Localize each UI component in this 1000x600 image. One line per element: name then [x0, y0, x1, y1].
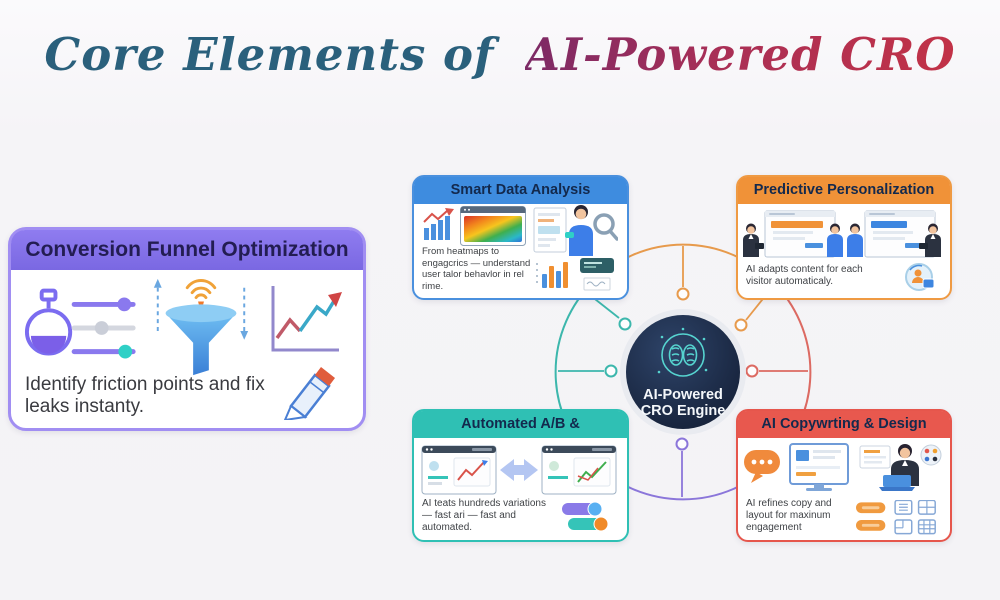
conversion-funnel-card-title: Conversion Funnel Optimization — [11, 230, 363, 270]
ai-copywriting-design-title: AI Copywrting & Design — [738, 411, 950, 438]
conversion-funnel-card-description: Identify friction points and fix leaks i… — [25, 374, 265, 417]
hub-label-line2: CRO Engine — [641, 403, 726, 419]
hub-spoke-diagram: AI-Powered CRO Engine — [554, 243, 812, 501]
page-title-part1: Core Elements of — [44, 28, 495, 81]
data-tag-icon — [580, 258, 614, 291]
variant-compare-icon — [421, 445, 617, 495]
ai-copywriting-design-description: AI refines copy and layout for maxinum e… — [746, 498, 832, 534]
hub-circle — [626, 315, 740, 429]
funnel-signal-icon — [153, 278, 249, 376]
node-topright — [734, 318, 748, 332]
automated-ab-body: AI teats hundreds variations — fast ari … — [414, 438, 627, 540]
hub: AI-Powered CRO Engine — [620, 309, 746, 435]
flask-sliders-icon — [24, 288, 136, 359]
palette-icon — [920, 444, 942, 466]
analyst-person-icon — [533, 205, 618, 256]
node-topleft — [618, 317, 632, 331]
heatmap-icon — [460, 206, 526, 246]
layout-grid-lines — [895, 500, 936, 534]
ai-copywriting-design-body: AI refines copy and layout for maxinum e… — [738, 438, 950, 540]
spoke-nodes — [604, 287, 759, 451]
automated-ab-title: Automated A/B & — [414, 411, 627, 438]
predictive-personalization-description: AI adapts content for each visitor autom… — [746, 264, 863, 288]
conversion-funnel-card-body: Identify friction points and fix leaks i… — [11, 270, 363, 422]
node-top — [676, 287, 690, 301]
brain-icon — [661, 333, 705, 377]
toggle-icons — [562, 502, 609, 532]
visitor-persona-icon — [905, 263, 935, 291]
monitor-doc-icon — [789, 443, 849, 491]
smart-data-analysis-body: From heatmaps to engagcrics — understand… — [414, 204, 627, 298]
growth-chart-icon — [271, 286, 342, 352]
automated-ab-card: Automated A/B & — [412, 409, 629, 542]
node-left — [604, 364, 618, 378]
chat-bubble-icon — [744, 450, 780, 483]
ab-webpages-icon — [743, 210, 941, 258]
smart-data-analysis-title: Smart Data Analysis — [414, 177, 627, 204]
automated-ab-description: AI teats hundreds variations — fast ari … — [422, 498, 546, 534]
magnifier-icon — [593, 213, 618, 241]
pencil-icon — [283, 367, 335, 420]
node-bottom — [675, 437, 689, 451]
predictive-personalization-card: Predictive Personalization — [736, 175, 952, 300]
copywriting-illustration — [744, 443, 942, 491]
predictive-personalization-title: Predictive Personalization — [738, 177, 950, 204]
trend-bars-icon — [423, 208, 454, 240]
cta-and-layout-icons — [856, 500, 936, 535]
ai-copywriting-design-card: AI Copywrting & Design — [736, 409, 952, 542]
page-title: Core Elements of AI-Powered CRO — [0, 28, 1000, 81]
smart-data-analysis-description: From heatmaps to engagcrics — understand… — [422, 246, 531, 292]
smart-data-analysis-card: Smart Data Analysis — [412, 175, 629, 300]
mini-bars-icon — [536, 258, 614, 291]
predictive-personalization-body: AI adapts content for each visitor autom… — [738, 204, 950, 298]
node-right — [745, 364, 759, 378]
designer-person-icon — [859, 444, 919, 491]
page-title-part2: AI-Powered CRO — [525, 28, 956, 81]
brain-sparkles — [657, 327, 708, 374]
conversion-funnel-card: Conversion Funnel Optimization — [8, 227, 366, 431]
hub-label-line1: AI-Powered — [643, 387, 723, 403]
cta-pill-icons — [856, 502, 886, 531]
